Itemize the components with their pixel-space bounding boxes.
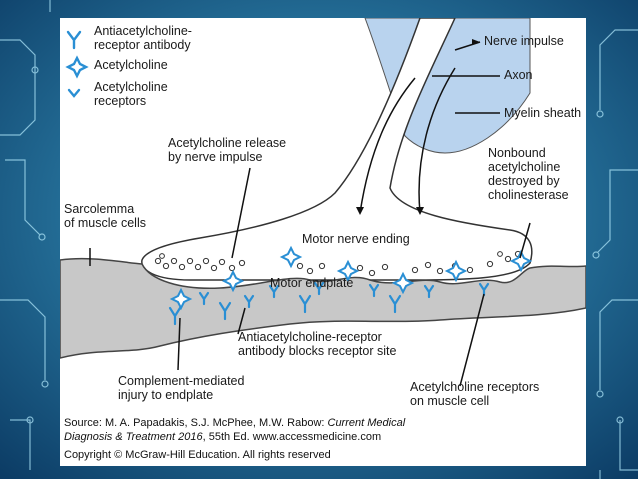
label-nerve-impulse: Nerve impulse bbox=[484, 34, 564, 48]
legend-receptors: Acetylcholine receptors bbox=[94, 80, 168, 108]
acetylcholine-icon bbox=[65, 55, 89, 79]
label-sarcolemma: Sarcolemma of muscle cells bbox=[64, 202, 146, 230]
label-complement: Complement-mediated injury to endplate bbox=[118, 374, 244, 402]
legend-antibody-line2: receptor antibody bbox=[94, 38, 191, 52]
label-motor-endplate: Motor endplate bbox=[270, 276, 354, 290]
label-sarcolemma-line2: of muscle cells bbox=[64, 216, 146, 230]
label-nonbound-line4: cholinesterase bbox=[488, 188, 569, 202]
label-axon: Axon bbox=[504, 68, 533, 82]
legend-receptors-line2: receptors bbox=[94, 94, 147, 108]
source-line1-italic: Current Medical bbox=[327, 417, 406, 429]
legend-acetylcholine: Acetylcholine bbox=[94, 58, 168, 72]
label-ach-release-line1: Acetylcholine release bbox=[168, 136, 287, 150]
label-ach-release: Acetylcholine release by nerve impulse bbox=[168, 136, 286, 164]
diagram-panel: Antiacetylcholine- receptor antibody Ace… bbox=[60, 18, 586, 466]
legend-antibody-line1: Antiacetylcholine- bbox=[94, 24, 192, 38]
label-nonbound-line2: acetylcholine bbox=[488, 160, 561, 174]
nerve-impulse-arrow bbox=[359, 77, 416, 214]
nerve-impulse-arrow-2 bbox=[418, 67, 456, 214]
copyright-line: Copyright © McGraw-Hill Education. All r… bbox=[64, 449, 331, 461]
muscle-shape bbox=[60, 257, 586, 359]
label-complement-line1: Complement-mediated bbox=[118, 374, 245, 388]
label-motor-nerve-ending: Motor nerve ending bbox=[302, 232, 410, 246]
source-line2: Diagnosis & Treatment 2016, 55th Ed. www… bbox=[64, 431, 381, 444]
leader-lines bbox=[89, 41, 531, 387]
antibody-icon bbox=[66, 30, 82, 50]
synaptic-vesicles bbox=[154, 250, 522, 277]
acetylcholine-receptors bbox=[198, 281, 490, 309]
label-ach-receptors-muscle: Acetylcholine receptors on muscle cell bbox=[410, 380, 539, 408]
label-ach-receptors-muscle-line2: on muscle cell bbox=[410, 394, 490, 408]
label-complement-line2: injury to endplate bbox=[118, 388, 214, 402]
source-line2-rest: , 55th Ed. www.accessmedicine.com bbox=[202, 431, 382, 443]
legend-icons bbox=[65, 30, 89, 98]
receptor-icon bbox=[67, 88, 81, 98]
label-antibody-blocks: Antiacetylcholine-receptor antibody bloc… bbox=[238, 330, 396, 358]
label-ach-release-line2: by nerve impulse bbox=[168, 150, 263, 164]
label-nonbound: Nonbound acetylcholine destroyed by chol… bbox=[488, 146, 569, 202]
label-antibody-blocks-line2: antibody blocks receptor site bbox=[238, 344, 397, 358]
arrow-heads bbox=[356, 39, 480, 215]
legend-antibody: Antiacetylcholine- receptor antibody bbox=[94, 24, 192, 52]
source-line1-prefix: Source: M. A. Papadakis, S.J. McPhee, M.… bbox=[64, 417, 328, 429]
label-sarcolemma-line1: Sarcolemma bbox=[64, 202, 135, 216]
source-line2-italic: Diagnosis & Treatment 2016 bbox=[64, 431, 203, 443]
antibodies bbox=[168, 294, 402, 326]
acetylcholine-molecules bbox=[169, 245, 533, 311]
label-nonbound-line1: Nonbound bbox=[488, 146, 546, 160]
neuromuscular-junction-diagram bbox=[60, 18, 586, 387]
label-antibody-blocks-line1: Antiacetylcholine-receptor bbox=[238, 330, 382, 344]
label-myelin-sheath: Myelin sheath bbox=[504, 106, 582, 120]
source-line1: Source: M. A. Papadakis, S.J. McPhee, M.… bbox=[64, 417, 405, 430]
label-ach-receptors-muscle-line1: Acetylcholine receptors bbox=[410, 380, 540, 394]
label-nonbound-line3: destroyed by bbox=[488, 174, 560, 188]
legend-receptors-line1: Acetylcholine bbox=[94, 80, 168, 94]
